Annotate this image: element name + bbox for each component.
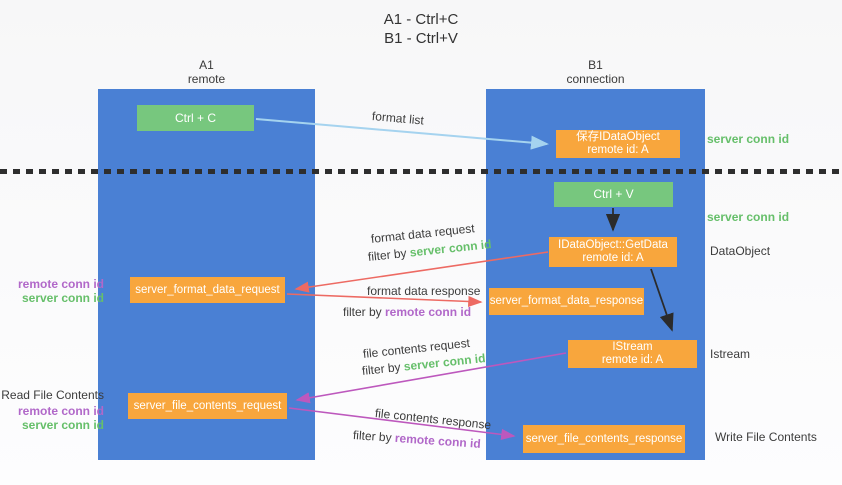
format-response-label: server_format_data_response [489, 295, 644, 307]
server-conn-id-annotation: server conn id [21, 418, 104, 432]
diagram-title: A1 - Ctrl+C B1 - Ctrl+V [0, 10, 842, 48]
dataobject-annotation: DataObject [710, 244, 771, 258]
ctrl-v-label: Ctrl + V [593, 187, 634, 201]
filter-by-text: filter by [367, 245, 411, 264]
istream-annotation: Istream [710, 347, 751, 361]
remote-conn-id-annotation: remote conn id [17, 277, 104, 291]
file-response-label: server_file_contents_response [525, 432, 683, 445]
remote-conn-id-text: remote conn id [385, 305, 472, 319]
remote-conn-id-annotation: remote conn id [17, 404, 104, 418]
conn-id-annotation-group-mid: remote conn id server conn id [0, 277, 104, 305]
format-request-label: server_format_data_request [135, 283, 280, 296]
getdata-line2: remote id: A [582, 252, 644, 264]
lifeline-a1-role: remote [187, 72, 226, 86]
conn-id-annotation-group-bottom: remote conn id server conn id [0, 404, 104, 432]
server-conn-id-annotation: server conn id [21, 291, 104, 305]
ctrl-v-keypress-box: Ctrl + V [554, 182, 673, 207]
lifeline-b1-name: B1 [588, 58, 603, 72]
lifeline-header-a1: A1 remote [98, 58, 315, 86]
idataobject-getdata-box: IDataObject::GetData remote id: A [549, 237, 677, 267]
title-line-ctrl-c: A1 - Ctrl+C [383, 11, 459, 28]
lifeline-a1-name: A1 [199, 58, 214, 72]
getdata-line1: IDataObject::GetData [558, 239, 668, 251]
file-contents-response-filter-label: filter by remote conn id [353, 428, 482, 451]
read-file-contents-annotation: Read File Contents [1, 388, 104, 402]
title-line-ctrl-v: B1 - Ctrl+V [384, 30, 458, 47]
server-format-data-response-box: server_format_data_response [489, 288, 644, 315]
format-list-arrow-label: format list [371, 109, 425, 128]
save-idataobject-line1: 保存IDataObject [576, 131, 660, 143]
server-format-data-request-box: server_format_data_request [130, 277, 285, 303]
server-conn-id-annotation-top: server conn id [707, 132, 790, 146]
save-idataobject-box: 保存IDataObject remote id: A [556, 130, 680, 158]
filter-by-text: filter by [361, 359, 405, 378]
ctrl-c-keypress-box: Ctrl + C [137, 105, 254, 131]
ctrl-c-label: Ctrl + C [174, 110, 216, 125]
file-contents-response-arrow-label: file contents response [374, 406, 492, 433]
lifeline-header-b1: B1 connection [486, 58, 705, 86]
server-file-contents-request-box: server_file_contents_request [128, 393, 287, 419]
istream-line1: IStream [612, 341, 653, 353]
session-divider-dashed-line [0, 169, 842, 174]
format-data-response-filter-label: filter by remote conn id [343, 305, 471, 319]
save-idataobject-line2: remote id: A [587, 144, 649, 156]
filter-by-text: filter by [352, 428, 396, 445]
remote-conn-id-text: remote conn id [394, 430, 482, 451]
lifeline-b1-role: connection [566, 72, 625, 86]
file-request-label: server_file_contents_request [133, 399, 282, 412]
filter-by-text: filter by [343, 305, 386, 319]
server-file-contents-response-box: server_file_contents_response [523, 425, 685, 453]
write-file-contents-annotation: Write File Contents [715, 430, 817, 444]
server-conn-id-annotation-mid: server conn id [707, 210, 790, 224]
format-data-response-arrow-label: format data response [367, 284, 481, 298]
istream-box: IStream remote id: A [568, 340, 697, 368]
istream-line2: remote id: A [601, 354, 664, 366]
